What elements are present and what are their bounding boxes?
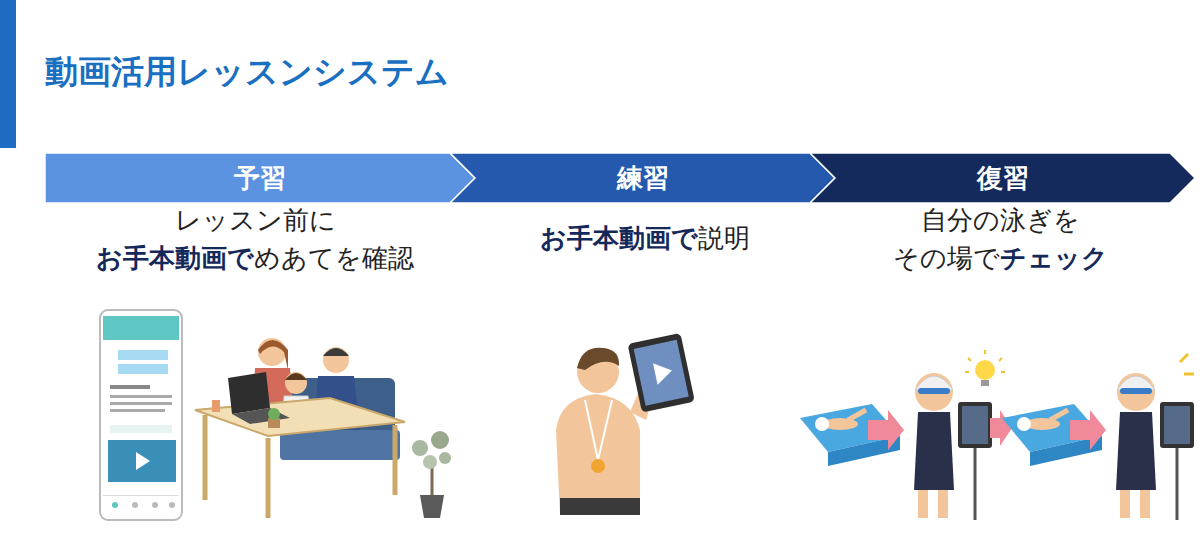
illustration-part — [634, 340, 689, 406]
illustration-part — [999, 358, 1002, 361]
description-line: その場でチェック — [893, 242, 1108, 276]
illustration-part — [1001, 371, 1005, 373]
description-line: お手本動画で説明 — [540, 222, 750, 256]
illustration-part — [103, 495, 179, 496]
illustration-part — [577, 348, 619, 370]
illustration-part — [938, 490, 948, 518]
illustration-part — [203, 415, 208, 500]
illustration-part — [110, 409, 165, 412]
accent-bar — [0, 0, 16, 148]
emphasis-text: チェック — [1000, 243, 1108, 273]
illustration-part — [423, 455, 437, 469]
chevron-fill — [45, 153, 475, 203]
illustration-part — [420, 495, 444, 518]
illustration-part — [439, 452, 451, 464]
illustration-part — [556, 394, 640, 515]
illustration-part — [974, 448, 977, 520]
illustration-part — [152, 502, 158, 508]
illustration-part — [132, 502, 138, 508]
illustration-part — [258, 340, 288, 370]
illustration-part — [136, 452, 150, 470]
illustration-part — [118, 364, 168, 374]
illustration-part — [285, 372, 307, 394]
swim-review-illustration — [800, 350, 1194, 520]
emphasis-text: お手本動画で — [96, 243, 254, 273]
illustration-part — [962, 406, 988, 444]
illustration-part — [285, 373, 307, 380]
illustration-part — [112, 502, 118, 508]
illustration-part — [591, 459, 605, 473]
step-chevron: 練習 — [450, 153, 835, 203]
illustration-part — [110, 425, 172, 433]
illustration-part — [110, 402, 172, 405]
step-chevron: 予習 — [45, 153, 475, 203]
illustration-part — [195, 398, 405, 436]
illustration-part — [815, 417, 829, 431]
illustration-part — [110, 385, 150, 389]
illustration-part — [280, 430, 400, 460]
illustration-part — [232, 408, 290, 424]
illustration-part — [412, 440, 428, 456]
illustration-part — [918, 388, 950, 394]
illustration-part — [1180, 354, 1188, 362]
description-text: その場で — [893, 243, 1000, 273]
chevron-fill — [810, 153, 1195, 203]
step-label: 復習 — [977, 161, 1029, 196]
illustration-part — [653, 360, 674, 385]
illustration-part — [323, 347, 349, 373]
illustration-part — [968, 358, 971, 361]
illustration-part — [100, 310, 182, 520]
illustration-part — [975, 360, 995, 380]
illustration-part — [585, 400, 612, 460]
description-text: めあてを確認 — [254, 243, 414, 273]
step-label: 予習 — [234, 161, 286, 196]
phone-app — [100, 310, 182, 520]
description-line: 自分の泳ぎを — [921, 204, 1080, 238]
description-line: レッスン前に — [175, 204, 336, 238]
coach-illustration — [556, 333, 695, 515]
description-text: レッスン前に — [175, 205, 336, 235]
illustration-part — [323, 348, 349, 356]
page-title: 動画活用レッスンシステム — [45, 50, 449, 95]
illustration-part — [266, 438, 271, 518]
illustration-part — [1002, 373, 1194, 520]
illustration-part — [110, 395, 172, 398]
step-chevron: 復習 — [810, 153, 1195, 203]
illustration-part — [431, 431, 449, 449]
illustration-part — [868, 410, 904, 450]
illustration-part — [965, 371, 969, 373]
illustration-part — [848, 410, 866, 420]
illustration-part — [212, 400, 220, 412]
illustration-part — [108, 440, 176, 482]
illustration-part — [1184, 373, 1194, 376]
illustration-part — [103, 316, 179, 340]
illustration-part — [914, 412, 954, 490]
illustration-part — [169, 502, 175, 508]
illustration-part — [958, 402, 992, 448]
illustration-part — [918, 490, 928, 518]
description-text: 説明 — [698, 223, 750, 253]
illustration-part — [627, 333, 694, 413]
description-line: お手本動画でめあてを確認 — [96, 242, 414, 276]
illustration-part — [990, 410, 1012, 446]
illustration-part — [393, 425, 398, 495]
step-label: 練習 — [617, 161, 669, 196]
illustration-part — [915, 373, 953, 411]
illustration-part — [800, 373, 992, 520]
illustration-part — [915, 376, 953, 390]
illustration-part — [268, 408, 280, 420]
family-illustration — [195, 338, 451, 518]
illustration-part — [560, 498, 640, 515]
illustration-part — [118, 350, 168, 360]
illustration-part — [984, 350, 986, 354]
illustration-part — [981, 380, 989, 386]
illustration-part — [228, 372, 270, 414]
description-text: 自分の泳ぎを — [921, 205, 1080, 235]
illustration-part — [627, 333, 694, 413]
chevron-fill — [450, 153, 835, 203]
emphasis-text: お手本動画で — [540, 223, 698, 253]
